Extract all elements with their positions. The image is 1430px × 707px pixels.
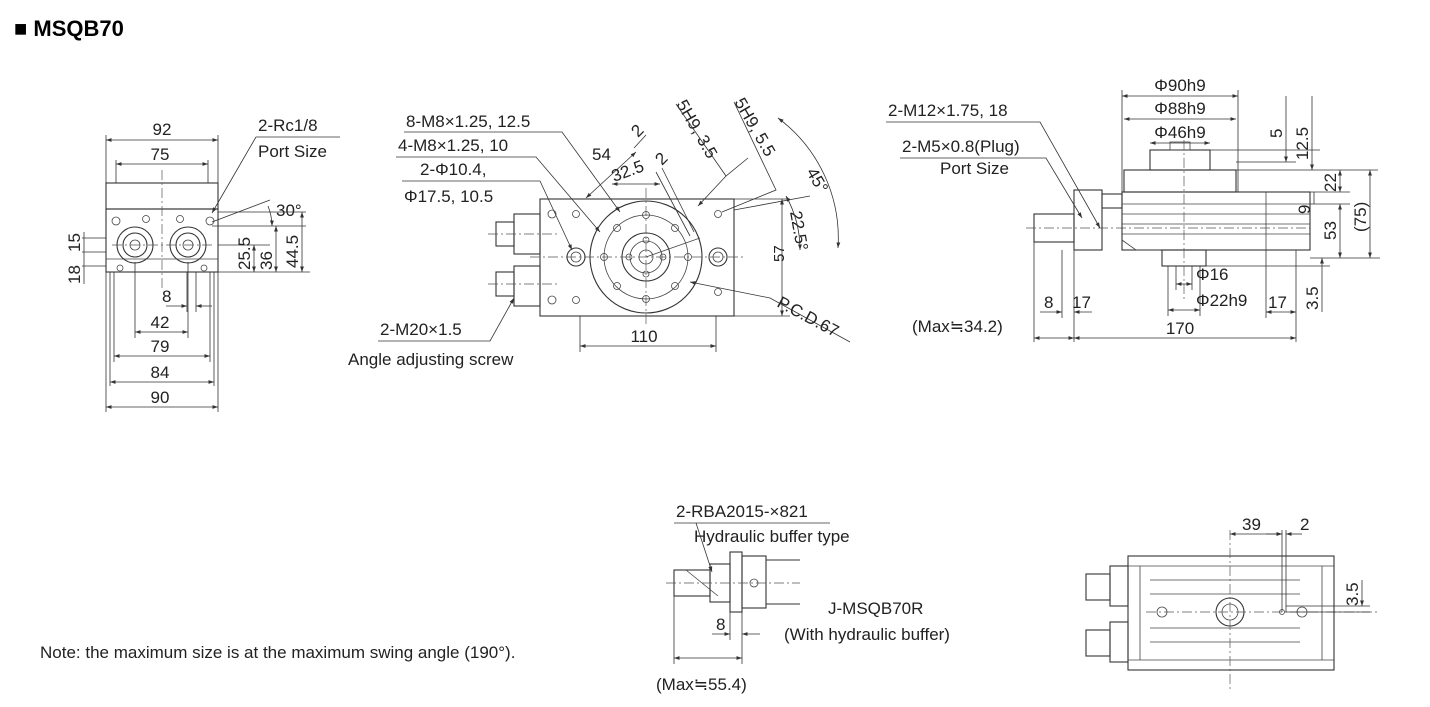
dim-phi22: Φ22h9 <box>1196 291 1247 310</box>
dim-18: 18 <box>65 265 84 284</box>
bottom-dim-3-5: 3.5 <box>1343 582 1362 606</box>
buffer-part-label: 2-RBA2015-×821 <box>676 502 808 521</box>
dim-2b: 2 <box>651 149 671 169</box>
angle-45: 45° <box>803 165 832 197</box>
buffer-type-label: Hydraulic buffer type <box>694 527 850 546</box>
screw-label: 2-M20×1.5 <box>380 320 462 339</box>
dim-17b: 17 <box>1268 293 1287 312</box>
top-port-size-label: Port Size <box>940 159 1009 178</box>
bottom-view-body <box>1127 555 1335 671</box>
drawing-title: ■ MSQB70 <box>14 16 124 41</box>
dim-8: 8 <box>162 287 171 306</box>
dim-32-5: 32.5 <box>609 157 647 186</box>
bottom-view: 39 2 3.5 <box>1085 515 1380 690</box>
dim-9: 9 <box>1295 205 1314 214</box>
angle-30: 30° <box>276 201 302 220</box>
dim-max-34: (Max≒34.2) <box>912 317 1003 336</box>
dim-75: 75 <box>151 145 170 164</box>
dim-170: 170 <box>1166 319 1194 338</box>
buffer-dim-max: (Max≒55.4) <box>656 675 747 694</box>
port-label: 2-Rc1/8 <box>258 116 318 135</box>
dim-8-top: 8 <box>1044 293 1053 312</box>
dim-phi46: Φ46h9 <box>1154 123 1205 142</box>
dim-42: 42 <box>151 313 170 332</box>
buffer-dim-8: 8 <box>716 615 725 634</box>
dim-84: 84 <box>151 363 170 382</box>
dim-phi88: Φ88h9 <box>1154 99 1205 118</box>
screw-description: Angle adjusting screw <box>348 350 514 369</box>
dim-phi90: Φ90h9 <box>1154 76 1205 95</box>
dim-110: 110 <box>630 327 657 346</box>
dim-2a: 2 <box>627 121 647 141</box>
slot-label-2: 5H9, 5.5 <box>731 95 780 160</box>
tap-label-1: 8-M8×1.25, 12.5 <box>406 112 530 131</box>
note-text: Note: the maximum size is at the maximum… <box>40 643 515 662</box>
buffer-view: 2-RBA2015-×821 Hydraulic buffer type J-M… <box>656 502 950 694</box>
hole-label-1: 2-Φ10.4, <box>420 160 487 179</box>
port-size-label: Port Size <box>258 142 327 161</box>
top-view-body <box>1121 191 1311 251</box>
dim-79: 79 <box>151 337 170 356</box>
dim-phi16: Φ16 <box>1196 265 1228 284</box>
tap-label-2: 4-M8×1.25, 10 <box>398 136 508 155</box>
front-view-body <box>539 198 735 317</box>
side-view: 92 75 2-Rc1/8 Port Size 30° 25.5 36 44.5… <box>65 116 340 412</box>
dim-90: 90 <box>151 388 170 407</box>
dim-53: 53 <box>1321 221 1340 240</box>
top-view: Φ90h9 Φ88h9 Φ46h9 2-M12×1.75, 18 2-M5×0.… <box>886 76 1380 342</box>
dim-54: 54 <box>592 145 611 164</box>
dim-12-5: 12.5 <box>1293 127 1312 160</box>
angle-22-5: 22.5° <box>786 209 812 252</box>
dim-75-ref: (75) <box>1351 202 1370 232</box>
bottom-dim-39: 39 <box>1242 515 1261 534</box>
dim-57: 57 <box>771 245 788 262</box>
tap-m12-label: 2-M12×1.75, 18 <box>888 101 1008 120</box>
buffer-model-label: J-MSQB70R <box>828 599 923 618</box>
dim-17a: 17 <box>1072 293 1091 312</box>
dim-25-5: 25.5 <box>235 237 254 270</box>
dim-3-5: 3.5 <box>1303 286 1322 310</box>
dim-44-5: 44.5 <box>283 235 302 268</box>
front-view: 8-M8×1.25, 12.5 4-M8×1.25, 10 2-Φ10.4, Φ… <box>348 95 851 369</box>
slot-label-1: 5H9, 3.5 <box>673 97 722 162</box>
bottom-dim-2: 2 <box>1300 515 1309 534</box>
plug-label: 2-M5×0.8(Plug) <box>902 137 1020 156</box>
dim-92: 92 <box>153 120 172 139</box>
dim-5: 5 <box>1267 129 1286 138</box>
hole-label-2: Φ17.5, 10.5 <box>404 187 493 206</box>
dim-36: 36 <box>257 251 276 270</box>
dim-22: 22 <box>1321 173 1340 192</box>
buffer-desc-label: (With hydraulic buffer) <box>784 625 950 644</box>
pcd-label: P.C.D.67 <box>774 293 842 341</box>
dim-15: 15 <box>65 233 84 252</box>
